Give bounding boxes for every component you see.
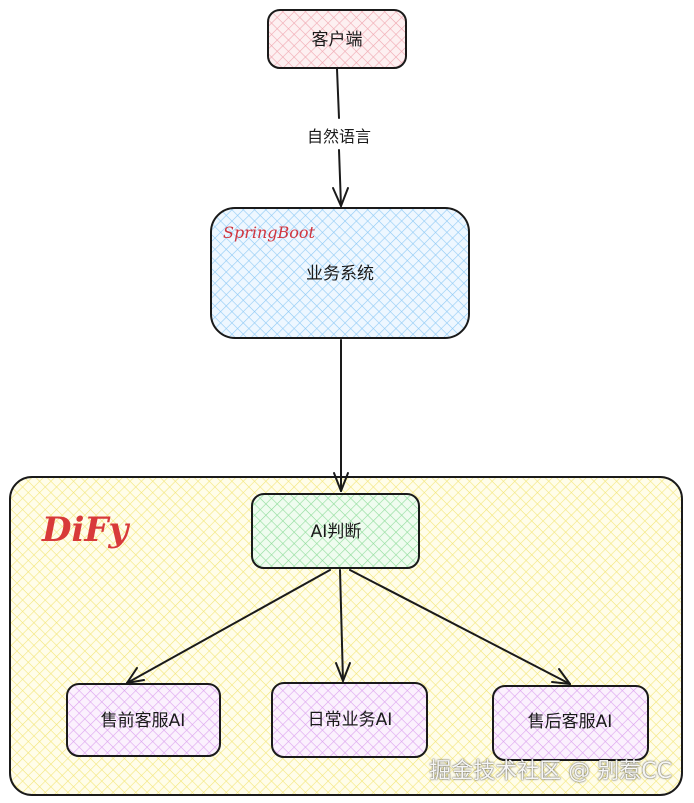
edge-label-background (292, 122, 386, 148)
edge-label-natural-language: 自然语言 (307, 127, 371, 146)
edge-business-to-ai-judge (333, 339, 349, 492)
watermark: 掘金技术社区 @ 别惹CC (429, 759, 672, 784)
business-system-label: 业务系统 (306, 264, 374, 284)
dify-label: DiFy (41, 510, 131, 550)
edge-ai-judge-to-presales (126, 569, 331, 684)
aftersales-ai-node: 售后客服AI (492, 685, 649, 761)
edge-ai-judge-to-daily (335, 569, 351, 682)
ai-judge-label: AI判断 (311, 522, 362, 542)
presales-ai-node: 售前客服AI (66, 683, 221, 757)
springboot-label: SpringBoot (223, 223, 316, 242)
edge-client-to-business (332, 68, 349, 207)
aftersales-ai-label: 售后客服AI (528, 712, 613, 732)
ai-judge-node: AI判断 (251, 493, 420, 569)
client-node: 客户端 (267, 9, 407, 69)
client-node-label: 客户端 (312, 30, 363, 50)
business-system-node: SpringBoot 业务系统 (210, 207, 470, 339)
edge-ai-judge-to-aftersales (349, 569, 571, 685)
presales-ai-label: 售前客服AI (101, 711, 186, 731)
daily-business-ai-node: 日常业务AI (271, 682, 428, 758)
daily-business-ai-label: 日常业务AI (308, 710, 393, 730)
